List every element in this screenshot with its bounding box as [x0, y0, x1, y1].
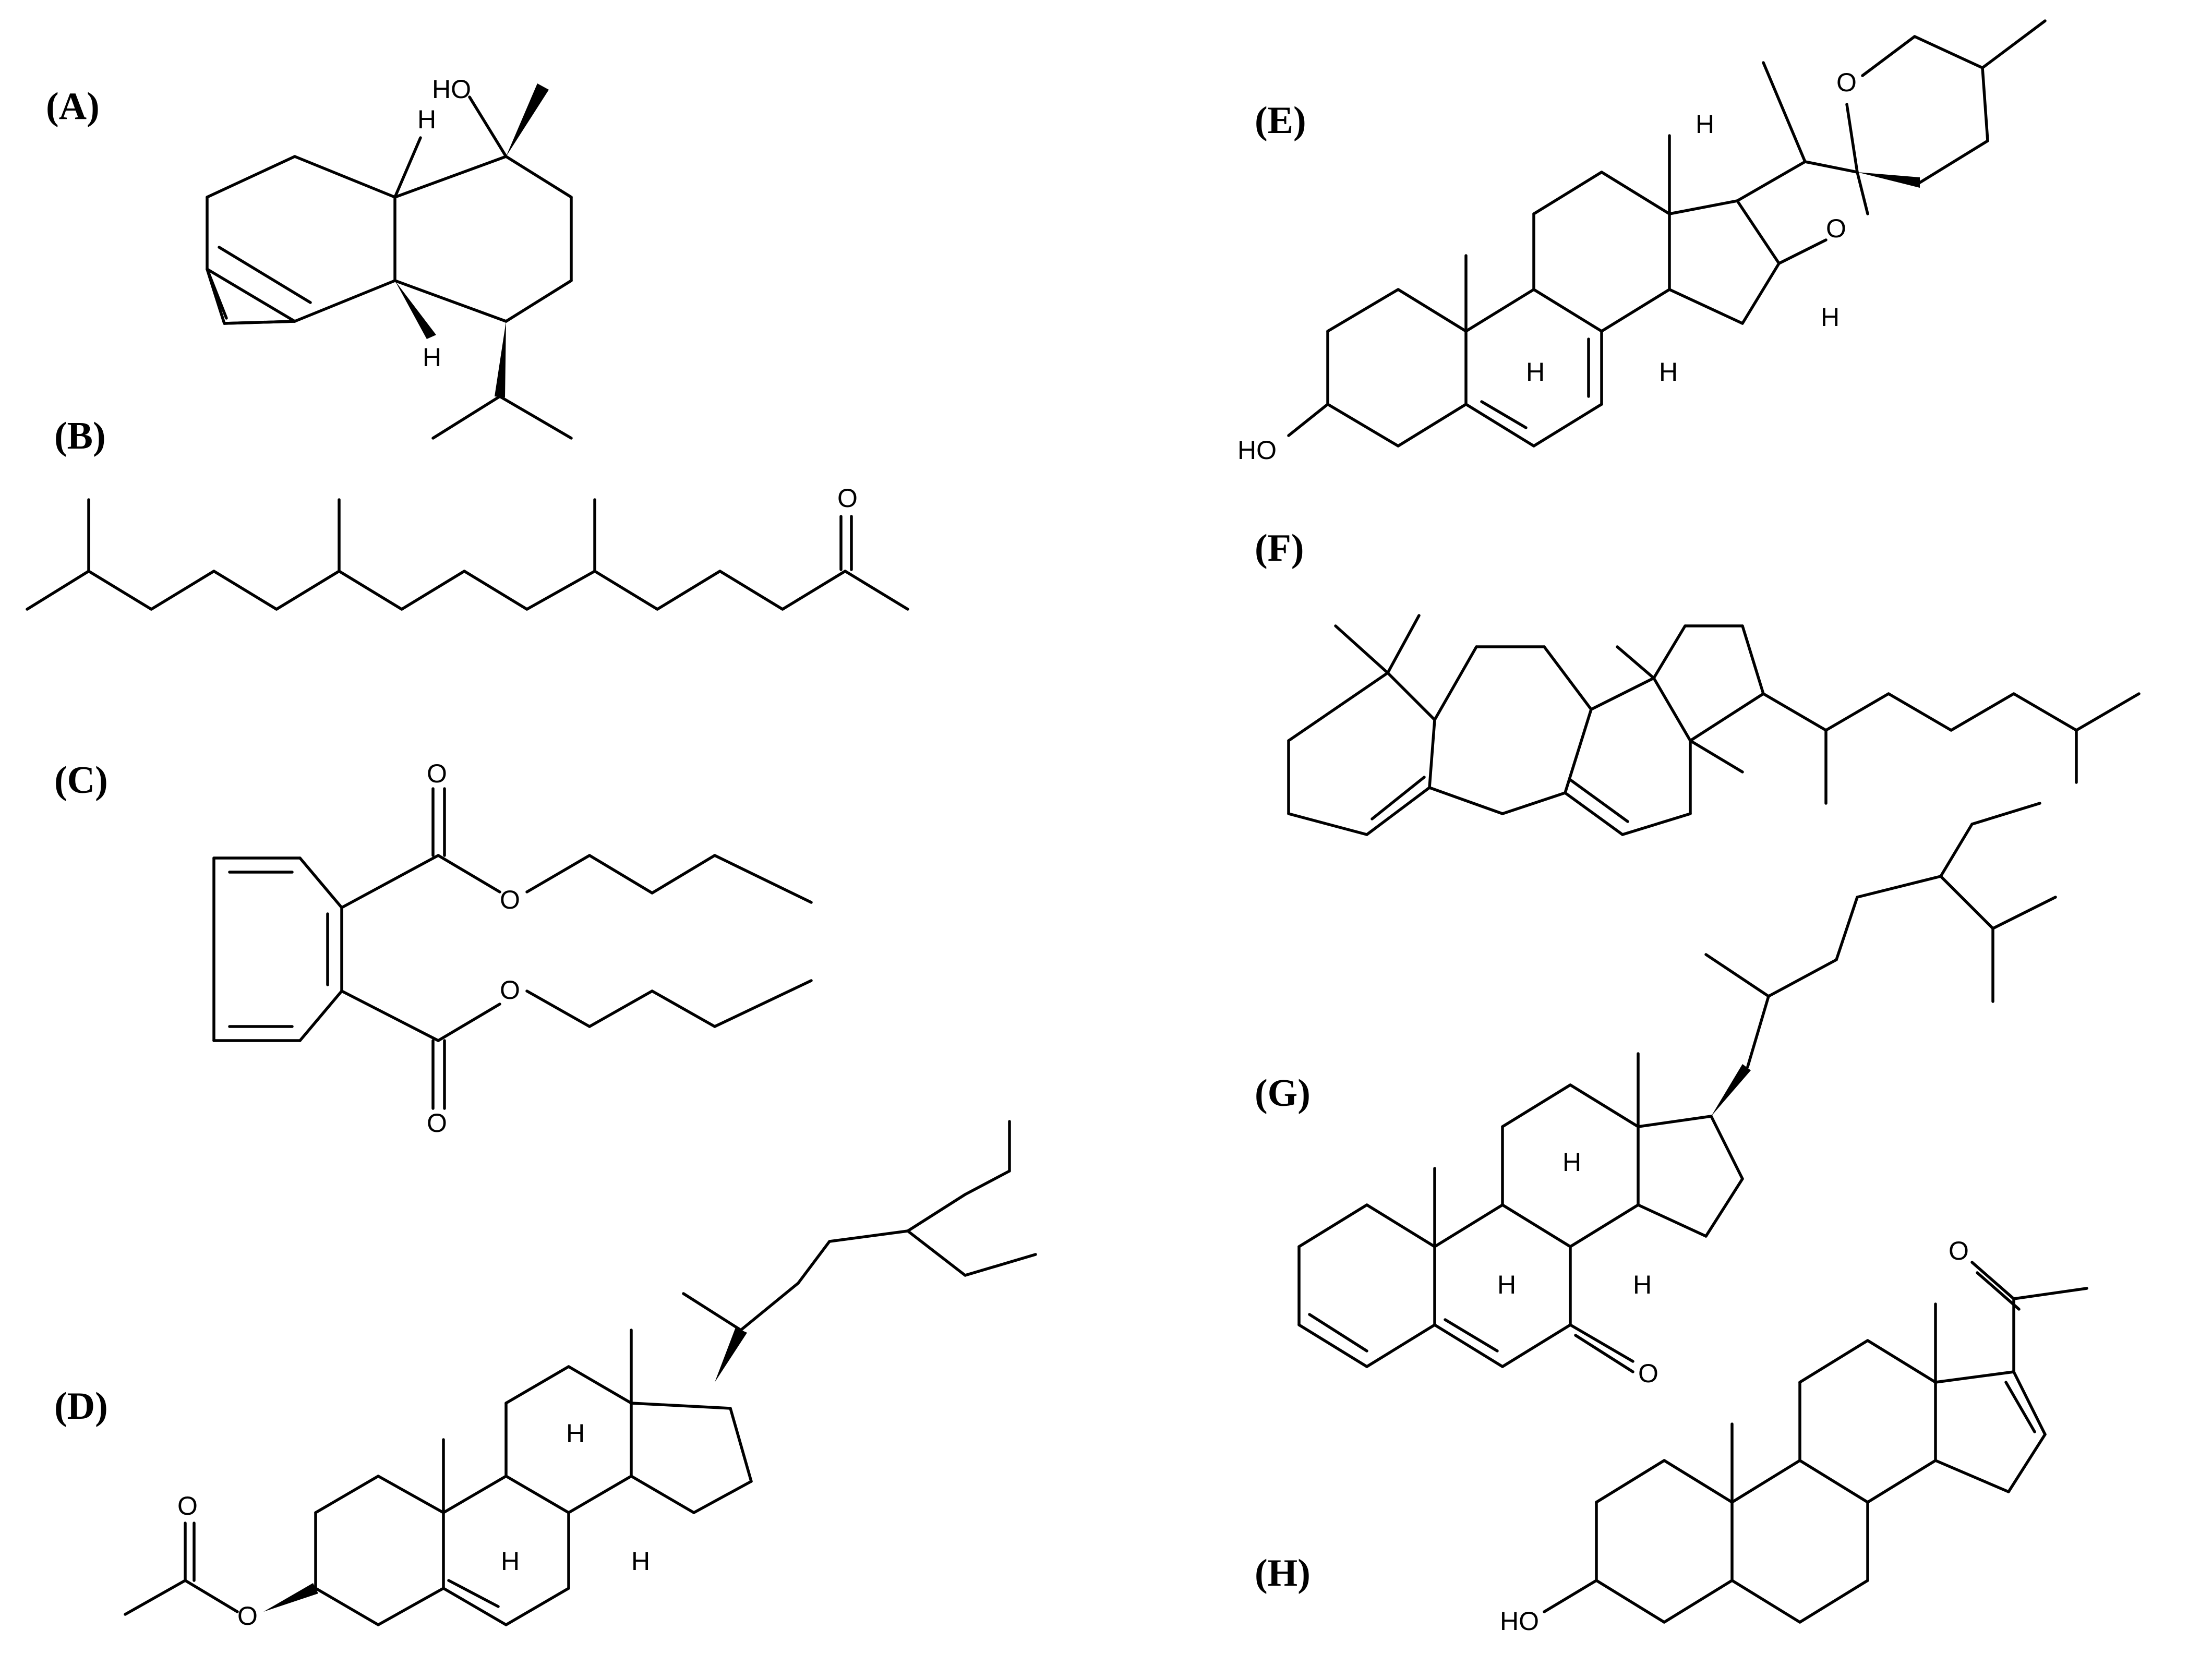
atom-h-o: O [1949, 1236, 1969, 1265]
panel-label-a: (A) [46, 85, 100, 128]
atom-a-h-top: H [417, 105, 436, 134]
atom-d-o-ester: O [237, 1601, 258, 1631]
atom-b-o: O [837, 484, 858, 513]
panel-label-g: (G) [1255, 1072, 1311, 1115]
atom-e-o-pyran: O [1836, 68, 1857, 97]
panel-d: (D) O O [54, 1120, 1037, 1631]
atom-e-h1: H [1696, 110, 1714, 139]
atom-h-ho: HO [1500, 1607, 1539, 1636]
atom-e-h4: H [1659, 357, 1678, 387]
atom-d-h2: H [566, 1419, 585, 1448]
atom-c-o-ester2: O [500, 975, 520, 1005]
atom-d-h1: H [501, 1547, 520, 1576]
panel-label-c: (C) [54, 759, 108, 802]
panel-g: (G) O [1255, 802, 2057, 1388]
panel-f: (F) [1255, 527, 2141, 836]
atom-a-h-bottom: H [423, 343, 441, 372]
atom-g-h3: H [1633, 1270, 1652, 1299]
panel-a: (A) HO H H [46, 75, 573, 440]
atom-g-o: O [1638, 1359, 1658, 1388]
atom-d-h3: H [631, 1547, 650, 1576]
atom-e-h3: H [1526, 357, 1545, 387]
atom-a-ho: HO [432, 75, 471, 104]
atom-c-o-top: O [427, 759, 447, 788]
atom-c-o-bottom: O [427, 1108, 447, 1138]
panel-b: (B) O [26, 415, 909, 611]
atom-e-o-furan: O [1826, 214, 1846, 243]
panel-label-h: (H) [1255, 1552, 1311, 1595]
panel-label-f: (F) [1255, 527, 1304, 570]
panel-c: (C) O O O O [54, 759, 813, 1138]
atom-g-h2: H [1562, 1148, 1581, 1177]
atom-e-ho: HO [1237, 436, 1277, 465]
atom-g-h1: H [1497, 1270, 1516, 1299]
atom-d-o-carbonyl: O [177, 1491, 198, 1520]
panel-label-d: (D) [54, 1385, 108, 1428]
atom-e-h2: H [1821, 303, 1840, 332]
atom-c-o-ester1: O [500, 885, 520, 914]
panel-label-e: (E) [1255, 99, 1306, 142]
panel-h: (H) HO O [1255, 1236, 2088, 1636]
panel-e: (E) HO O [1237, 19, 2047, 465]
panel-label-b: (B) [54, 415, 106, 457]
